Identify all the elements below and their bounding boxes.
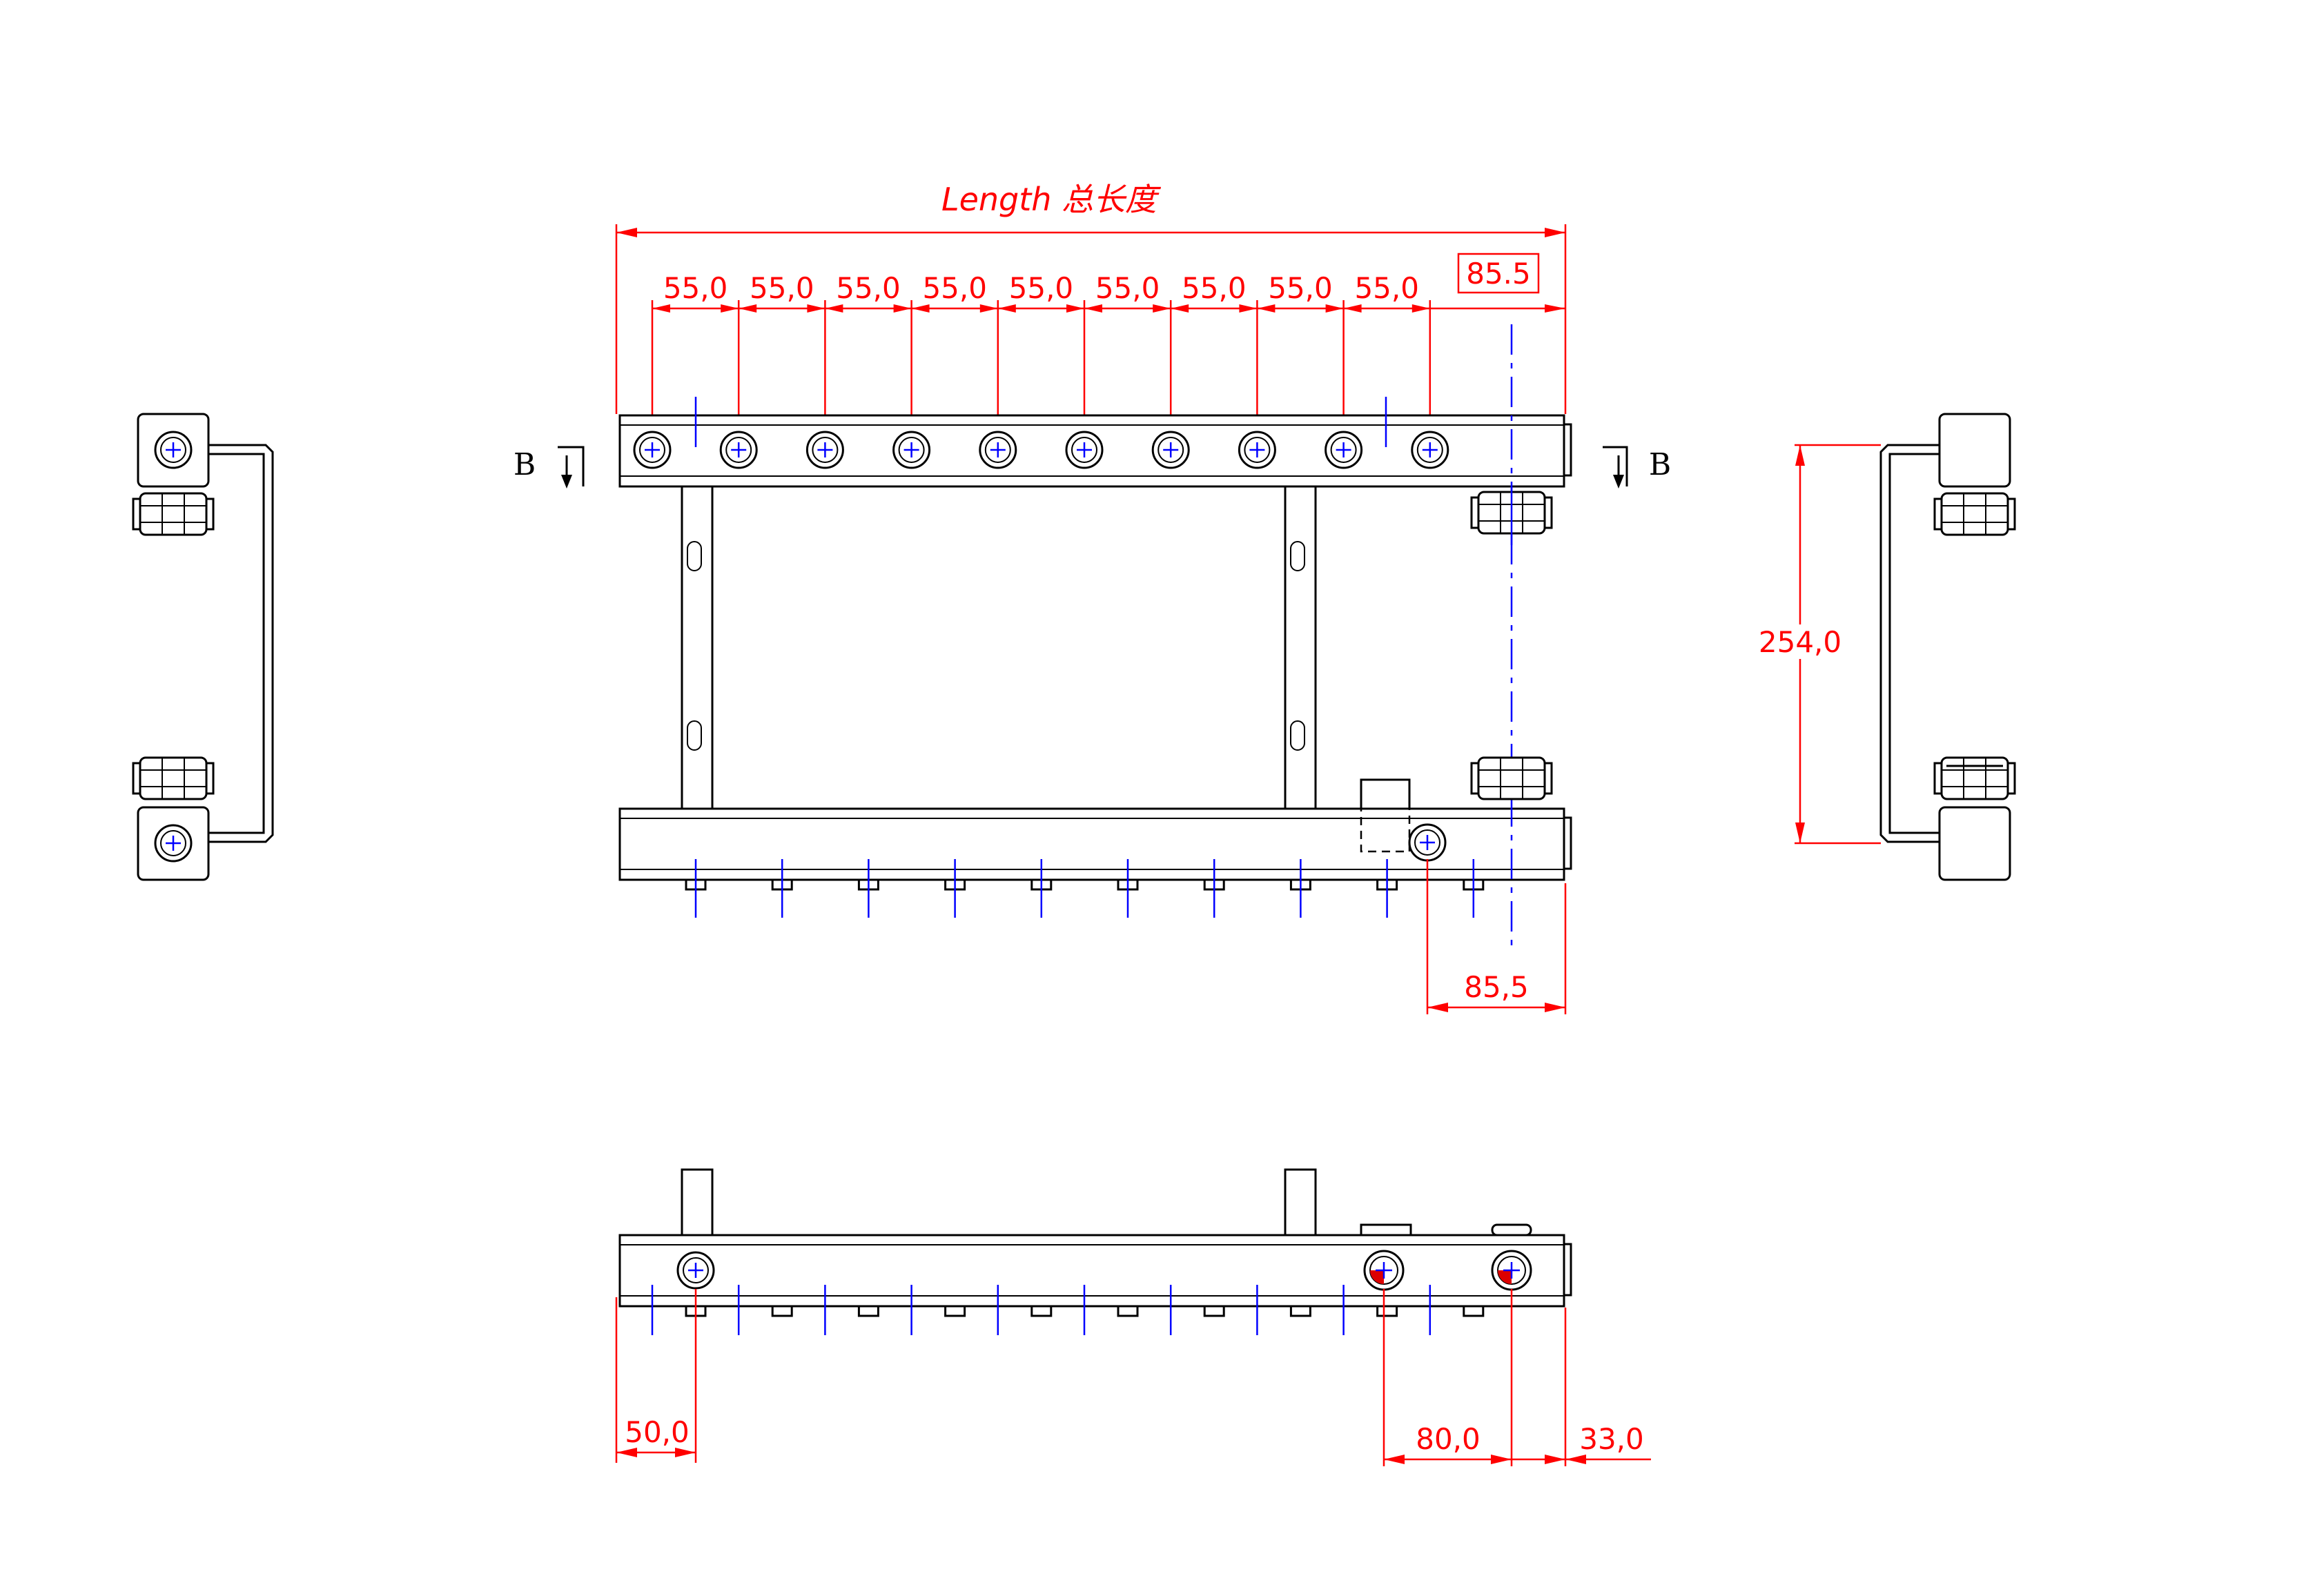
arrow-head (652, 304, 670, 313)
union-nut-bottom (1470, 756, 1553, 800)
section-stub (857, 1305, 879, 1317)
section-left-dimension: 50,0 (615, 1289, 697, 1463)
section-stub (944, 1305, 966, 1317)
section-supply-port (676, 1251, 715, 1290)
arrow-head (1411, 304, 1430, 313)
section-outlet-stubs (651, 1285, 1485, 1335)
spacing-value: 55,0 (836, 271, 901, 305)
height-dimension-value: 254,0 (1759, 625, 1841, 659)
arrow-head (1084, 304, 1102, 313)
return-port (1408, 823, 1447, 862)
outlet-port (1325, 431, 1363, 469)
section-stub (1117, 1305, 1139, 1317)
outlet-port (1411, 431, 1449, 469)
return-offset-value: 85,5 (1464, 970, 1529, 1004)
inlet-spacing-dimension: 80,0 (1382, 1289, 1513, 1466)
left-side-view (132, 413, 274, 881)
arrow-head (1325, 304, 1344, 313)
outlet-port (892, 431, 931, 469)
spacing-value: 55,0 (1354, 271, 1419, 305)
outlet-port (1065, 431, 1104, 469)
section-stub (1376, 1305, 1398, 1317)
spacing-value: 55,0 (1268, 271, 1333, 305)
end-offset-value: 33,0 (1579, 1422, 1644, 1456)
section-label-left: B (514, 447, 536, 482)
arrow-head (1066, 304, 1084, 313)
inlet-port-2 (1491, 1250, 1532, 1291)
bottom-outlet-stubs (685, 859, 1485, 918)
outlet-port (1151, 431, 1190, 469)
section-stub (1289, 1305, 1311, 1317)
section-label-right: B (1649, 447, 1671, 482)
spacing-value: 55,0 (922, 271, 987, 305)
arrow-head (739, 304, 757, 313)
return-offset-dimension: 85,5 (1426, 859, 1567, 1014)
arrow-head (1171, 304, 1189, 313)
spacing-value: 55,0 (750, 271, 814, 305)
bottom-header-bar (618, 807, 1565, 881)
length-label: Length 总长度 (941, 181, 1162, 218)
boxed-dimension-value: 85.5 (1466, 257, 1531, 290)
inlet-spacing-value: 80,0 (1416, 1422, 1481, 1456)
outlet-port (1238, 431, 1276, 469)
section-left-value: 50,0 (625, 1415, 690, 1449)
inlet-port-1 (1363, 1250, 1405, 1291)
arrow-head (1545, 304, 1565, 313)
spacing-value: 55,0 (1095, 271, 1160, 305)
arrow-head (1239, 304, 1258, 313)
section-view (618, 1168, 1572, 1308)
boxed-dimension: 85.5 (1457, 253, 1540, 294)
arrow-head (1153, 304, 1171, 313)
section-stub (771, 1305, 793, 1317)
arrow-head (807, 304, 825, 313)
spacing-value: 55,0 (663, 271, 728, 305)
section-stub (1030, 1305, 1053, 1317)
section-stub (1463, 1305, 1485, 1317)
end-offset-dimension: 33,0 (1512, 1308, 1651, 1466)
arrow-head (1343, 304, 1362, 313)
outlet-port (633, 431, 672, 469)
arrow-head (979, 304, 998, 313)
arrow-head (1257, 304, 1276, 313)
arrow-head (825, 304, 843, 313)
spacing-value: 55,0 (1009, 271, 1074, 305)
spacing-value: 55,0 (1182, 271, 1247, 305)
arrow-head (721, 304, 739, 313)
outlet-port (805, 431, 844, 469)
arrow-head (893, 304, 912, 313)
overall-length-dimension: Length 总长度 (615, 181, 1567, 414)
outlet-spacing-dimensions: 55,0 55,0 55,0 55,0 55,0 55,0 55,0 55,0 55,0 (651, 271, 1565, 433)
front-view (618, 324, 1572, 945)
section-mark-right: B (1603, 446, 1671, 489)
arrow-head (911, 304, 930, 313)
outlet-port (979, 431, 1017, 469)
arrow-head (997, 304, 1016, 313)
right-side-view: 254,0 (1753, 413, 2016, 881)
section-mark-left: B (514, 446, 585, 489)
section-stub (1203, 1305, 1225, 1317)
section-header-bar (618, 1234, 1565, 1308)
outlet-port (719, 431, 758, 469)
